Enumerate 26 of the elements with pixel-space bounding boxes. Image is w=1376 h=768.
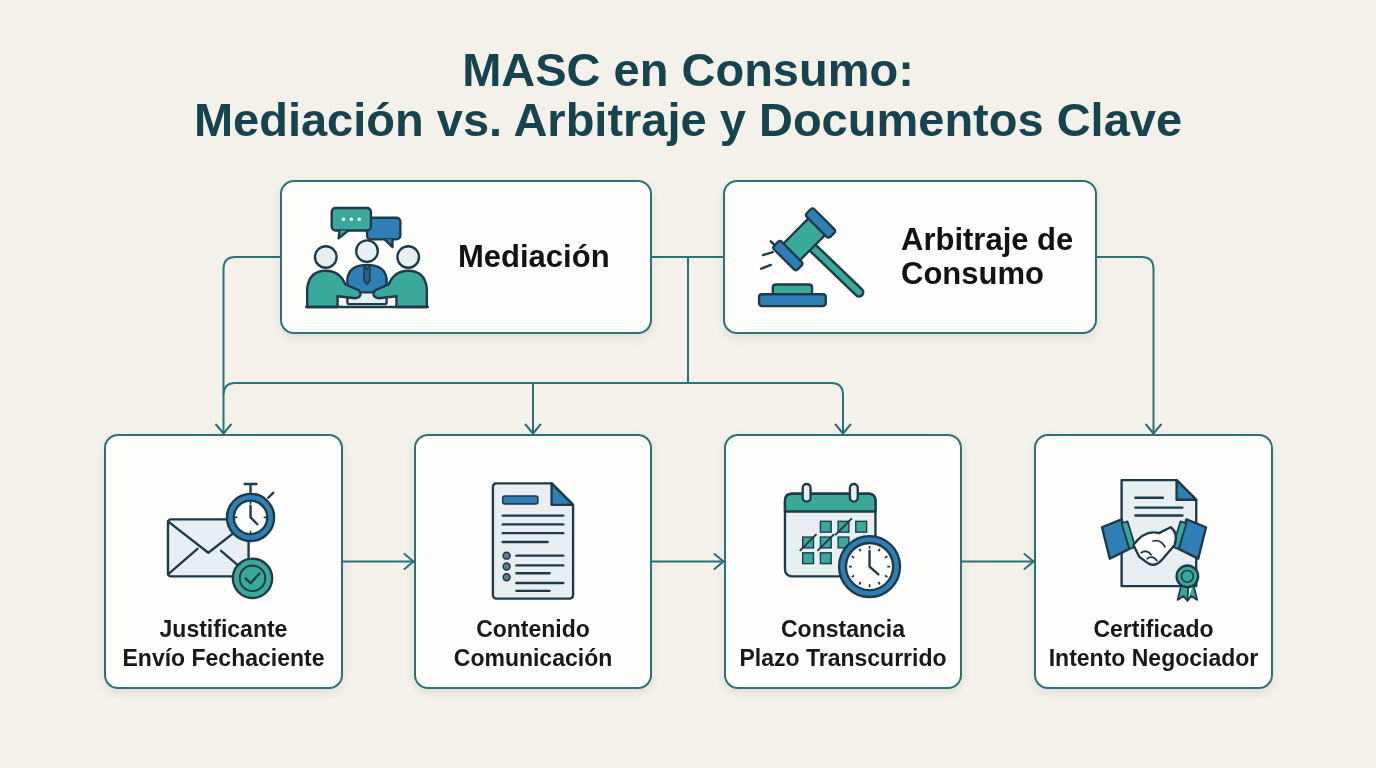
connector-line [687, 256, 724, 258]
arrow [1096, 256, 1162, 435]
node-label: Arbitraje de Consumo [901, 223, 1074, 291]
connector-line [222, 382, 534, 396]
arrow [651, 553, 725, 570]
process-box [414, 434, 652, 689]
node-label: Justificante Envío Fechaciente [122, 615, 325, 673]
process-box [1034, 434, 1273, 689]
node-label: Contenido Comunicación [453, 615, 613, 673]
process-box [280, 180, 652, 334]
node-label: Mediación [458, 240, 610, 274]
connector-line [222, 256, 281, 384]
arrow [961, 553, 1035, 570]
connector-line [687, 256, 689, 384]
process-box [723, 180, 1097, 334]
process-box [724, 434, 962, 689]
connector-line [532, 382, 689, 384]
node-label: Constancia Plazo Transcurrido [739, 615, 947, 673]
arrow [342, 553, 415, 570]
connector-line [651, 256, 689, 258]
node-label: Certificado Intento Negociador [1048, 615, 1259, 673]
arrow [687, 382, 852, 435]
diagram-title: MASC en Consumo: Mediación vs. Arbitraje y Documentos Clave [193, 45, 1183, 145]
arrow [524, 382, 542, 435]
process-box [104, 434, 343, 689]
arrow [215, 382, 232, 435]
